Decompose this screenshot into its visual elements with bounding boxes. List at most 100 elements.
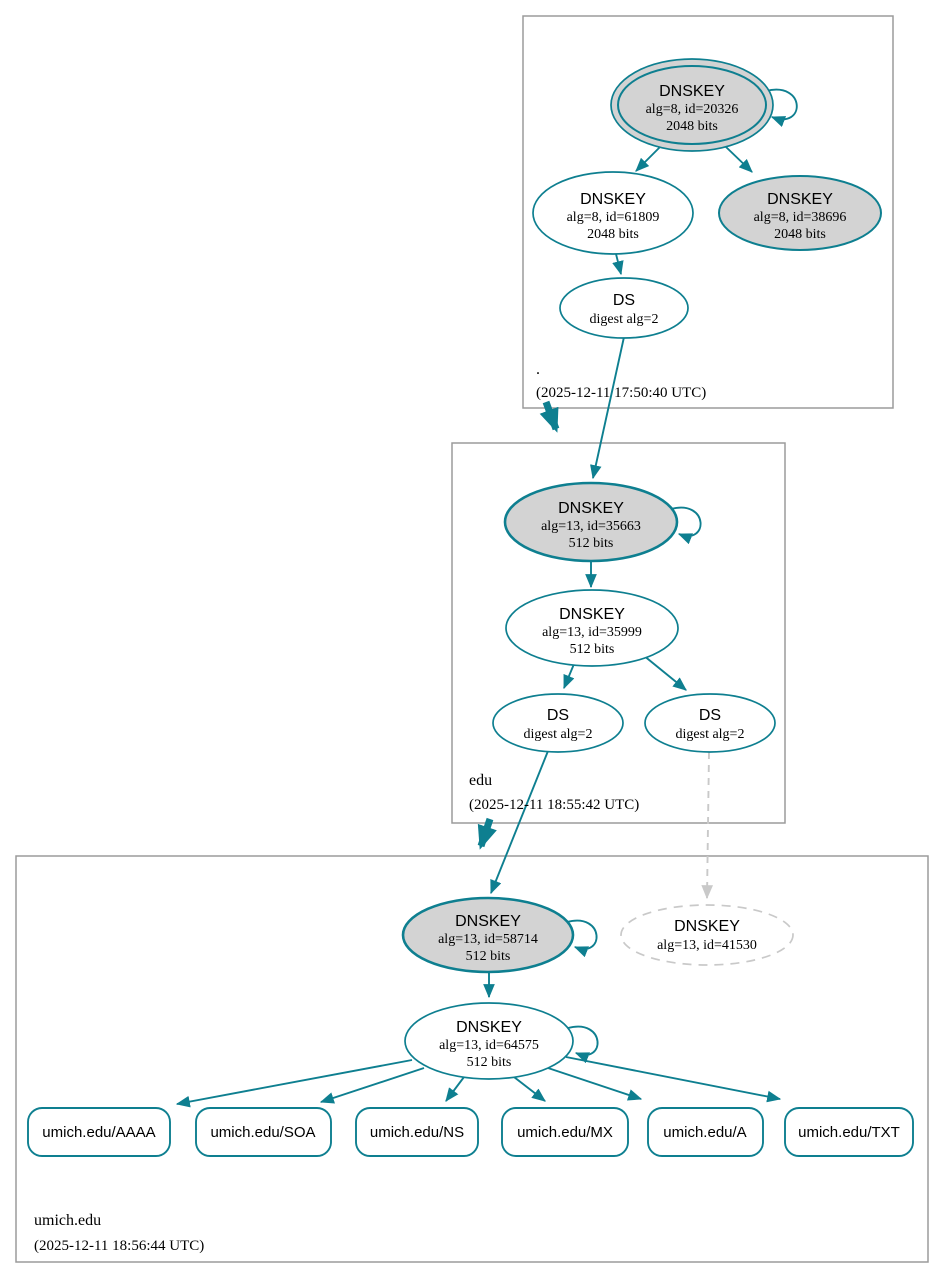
edge-umich-ksk-selfloop xyxy=(566,919,598,958)
zone-timestamp-umich: (2025-12-11 18:56:44 UTC) xyxy=(34,1238,204,1254)
node-dnskey-38696[interactable]: DNSKEY alg=8, id=38696 2048 bits xyxy=(718,175,882,251)
dnskey-61809-ellipse[interactable] xyxy=(532,171,694,255)
edge-delegation-edu-to-umich xyxy=(477,817,497,850)
zone-label-umich: umich.edu xyxy=(34,1212,101,1229)
edge-umich-zsk-selfloop xyxy=(567,1025,599,1064)
zone-box-umich xyxy=(15,855,929,1263)
edge-root-ksk-to-standby xyxy=(725,146,753,173)
dnskey-35663-bits: 512 bits xyxy=(569,536,614,551)
dnskey-58714-bits: 512 bits xyxy=(466,949,511,964)
rrset-soa-rect[interactable] xyxy=(195,1107,332,1157)
dnskey-61809-detail: alg=8, id=61809 xyxy=(567,210,660,225)
edu-ds-b-title: DS xyxy=(699,707,721,724)
dnskey-35663-ellipse[interactable] xyxy=(503,481,679,563)
dnskey-20326-outer-ellipse[interactable] xyxy=(610,58,774,152)
dnskey-35999-bits: 512 bits xyxy=(570,642,615,657)
dnskey-35999-detail: alg=13, id=35999 xyxy=(542,625,642,640)
dnskey-38696-bits: 2048 bits xyxy=(774,227,826,242)
edge-umich-zsk-to-a xyxy=(547,1067,643,1101)
edge-umich-zsk-to-ns xyxy=(445,1076,465,1102)
node-rrset-soa[interactable]: umich.edu/SOA xyxy=(195,1107,332,1157)
edge-root-ds-to-edu-ksk xyxy=(590,336,625,480)
edu-ds-b-detail: digest alg=2 xyxy=(676,727,745,742)
dnskey-35663-title: DNSKEY xyxy=(558,500,624,517)
dnskey-35663-detail: alg=13, id=35663 xyxy=(541,519,641,534)
edu-ds-a-title: DS xyxy=(547,707,569,724)
node-dnskey-35663[interactable]: DNSKEY alg=13, id=35663 512 bits xyxy=(503,481,679,563)
zone-label-edu: edu xyxy=(469,772,492,789)
rrset-txt-label: umich.edu/TXT xyxy=(798,1124,900,1141)
node-dnskey-58714[interactable]: DNSKEY alg=13, id=58714 512 bits xyxy=(401,896,575,974)
edge-edu-zsk-to-ds-a xyxy=(563,663,575,690)
rrset-soa-label: umich.edu/SOA xyxy=(210,1124,315,1141)
dnskey-64575-title: DNSKEY xyxy=(456,1019,522,1036)
edge-umich-zsk-to-txt xyxy=(565,1056,782,1103)
edu-ds-a-detail: digest alg=2 xyxy=(524,727,593,742)
node-dnskey-20326[interactable]: DNSKEY alg=8, id=20326 2048 bits xyxy=(610,58,774,152)
edge-edu-ds-to-umich-ksk xyxy=(490,750,549,895)
rrset-a-rect[interactable] xyxy=(647,1107,764,1157)
dnskey-41530-detail: alg=13, id=41530 xyxy=(657,938,757,953)
dnskey-35999-ellipse[interactable] xyxy=(505,589,679,667)
rrset-ns-label: umich.edu/NS xyxy=(370,1124,464,1141)
rrset-mx-label: umich.edu/MX xyxy=(517,1124,613,1141)
node-dnskey-41530-missing[interactable]: DNSKEY alg=13, id=41530 xyxy=(620,904,794,966)
edge-edu-ds-to-missing-key xyxy=(701,751,714,900)
dnskey-58714-detail: alg=13, id=58714 xyxy=(438,932,538,947)
node-rrset-a[interactable]: umich.edu/A xyxy=(647,1107,764,1157)
zone-box-root xyxy=(522,15,894,409)
edge-root-zsk-to-ds xyxy=(612,253,624,276)
dnskey-20326-detail: alg=8, id=20326 xyxy=(646,102,739,117)
node-rrset-mx[interactable]: umich.edu/MX xyxy=(501,1107,629,1157)
node-dnskey-35999[interactable]: DNSKEY alg=13, id=35999 512 bits xyxy=(505,589,679,667)
edge-root-ksk-to-zsk xyxy=(635,146,661,172)
edu-ds-b-ellipse[interactable] xyxy=(644,693,776,753)
dnskey-58714-title: DNSKEY xyxy=(455,913,521,930)
zone-label-root: . xyxy=(536,361,540,378)
rrset-a-label: umich.edu/A xyxy=(663,1124,746,1141)
dnskey-41530-ellipse[interactable] xyxy=(620,904,794,966)
rrset-mx-rect[interactable] xyxy=(501,1107,629,1157)
edge-umich-zsk-to-soa xyxy=(319,1067,425,1104)
dnskey-61809-title: DNSKEY xyxy=(580,191,646,208)
dnskey-41530-title: DNSKEY xyxy=(674,918,740,935)
dnskey-35999-title: DNSKEY xyxy=(559,606,625,623)
rrset-txt-rect[interactable] xyxy=(784,1107,914,1157)
rrset-aaaa-rect[interactable] xyxy=(27,1107,171,1157)
dnskey-20326-title: DNSKEY xyxy=(659,83,725,100)
dnskey-64575-bits: 512 bits xyxy=(467,1055,512,1070)
root-ds-title: DS xyxy=(613,292,635,309)
node-rrset-aaaa[interactable]: umich.edu/AAAA xyxy=(27,1107,171,1157)
dnskey-20326-inner-ellipse xyxy=(617,65,767,145)
node-root-ds[interactable]: DS digest alg=2 xyxy=(559,277,689,339)
edge-delegation-root-to-edu xyxy=(539,400,560,433)
zone-timestamp-edu: (2025-12-11 18:55:42 UTC) xyxy=(469,797,639,813)
edge-umich-zsk-to-mx xyxy=(513,1076,546,1102)
node-dnskey-64575[interactable]: DNSKEY alg=13, id=64575 512 bits xyxy=(404,1002,574,1080)
dnskey-58714-ellipse[interactable] xyxy=(401,896,575,974)
zone-box-edu xyxy=(451,442,786,824)
root-ds-ellipse[interactable] xyxy=(559,277,689,339)
edu-ds-a-ellipse[interactable] xyxy=(492,693,624,753)
edge-edu-zsk-to-ds-b xyxy=(642,654,687,691)
node-rrset-ns[interactable]: umich.edu/NS xyxy=(355,1107,479,1157)
node-rrset-txt[interactable]: umich.edu/TXT xyxy=(784,1107,914,1157)
dnskey-20326-bits: 2048 bits xyxy=(666,119,718,134)
edge-umich-zsk-to-aaaa xyxy=(175,1059,413,1108)
dnskey-38696-detail: alg=8, id=38696 xyxy=(754,210,847,225)
node-dnskey-61809[interactable]: DNSKEY alg=8, id=61809 2048 bits xyxy=(532,171,694,255)
edge-edu-ksk-selfloop xyxy=(670,506,702,545)
root-ds-detail: digest alg=2 xyxy=(590,312,659,327)
node-edu-ds-b[interactable]: DS digest alg=2 xyxy=(644,693,776,753)
dnskey-64575-detail: alg=13, id=64575 xyxy=(439,1038,539,1053)
rrset-ns-rect[interactable] xyxy=(355,1107,479,1157)
dnskey-38696-title: DNSKEY xyxy=(767,191,833,208)
rrset-aaaa-label: umich.edu/AAAA xyxy=(42,1124,155,1141)
node-edu-ds-a[interactable]: DS digest alg=2 xyxy=(492,693,624,753)
edge-root-ksk-selfloop xyxy=(765,88,798,128)
dnskey-38696-ellipse[interactable] xyxy=(718,175,882,251)
zone-timestamp-root: (2025-12-11 17:50:40 UTC) xyxy=(536,385,706,401)
dnskey-64575-ellipse[interactable] xyxy=(404,1002,574,1080)
